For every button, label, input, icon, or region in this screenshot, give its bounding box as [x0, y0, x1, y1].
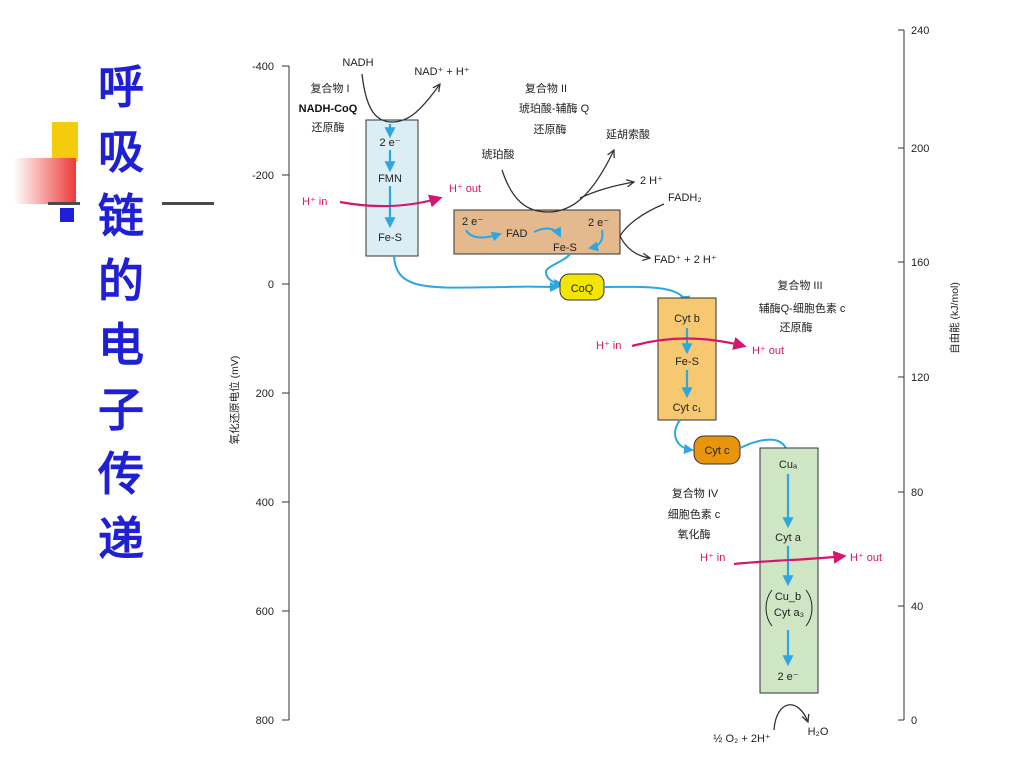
left-tick-label: -200 [252, 170, 274, 182]
right-axis-label: 自由能 (kJ/mol) [948, 282, 961, 354]
complex4-name: 复合物 IV [672, 486, 719, 500]
cytb-label: Cyt b [674, 313, 700, 325]
complex2-fes-label: Fe-S [553, 242, 577, 254]
left-tick-label: -400 [252, 61, 274, 73]
title-char: 传 [98, 447, 144, 501]
left-tick-label: 200 [256, 388, 274, 400]
electron-arrow [544, 253, 571, 289]
complex3-h-out: H⁺ out [752, 345, 784, 357]
complex4-electrons: 2 e⁻ [777, 671, 798, 683]
right-tick-label: 80 [911, 487, 923, 499]
complex4-enzyme2: 氧化酶 [678, 527, 711, 541]
right-tick-label: 200 [911, 143, 929, 155]
complex4-h-out: H⁺ out [850, 552, 882, 564]
complex2-enzyme2: 还原酶 [534, 123, 567, 136]
right-tick-label: 160 [911, 257, 929, 269]
complex2-name: 复合物 II [525, 81, 567, 95]
water-label: H₂O [808, 726, 829, 738]
fmn-label: FMN [378, 173, 402, 185]
complex2-enzyme: 琥珀酸-辅酶 Q [519, 101, 590, 115]
slide-decoration-blue-square [60, 208, 74, 222]
complex3-enzyme: 辅酶Q-细胞色素 c [759, 301, 846, 315]
electron-arrow [465, 229, 502, 242]
right-tick-label: 240 [911, 25, 929, 37]
complex4-h-in: H⁺ in [700, 552, 725, 564]
cyta3-label: Cyt a₃ [774, 607, 804, 619]
complex1-h-out: H⁺ out [449, 183, 481, 195]
fumarate-label: 延胡索酸 [606, 127, 650, 141]
complex3-box [657, 297, 717, 421]
left-tick-label: 800 [256, 715, 274, 727]
fadh2-oxidation-arrow [619, 203, 665, 258]
electron-arrow [393, 255, 560, 292]
title-char: 吸 [98, 124, 144, 179]
fad-label: FAD [506, 228, 527, 240]
free-energy-axis: 240 200 160 120 80 40 0 自由能 (kJ/mol) [898, 25, 961, 727]
complex3-enzyme2: 还原酶 [780, 321, 813, 334]
slide-decoration-red-gradient [14, 158, 76, 204]
complex1-name: 复合物 I [310, 81, 349, 95]
complex2-two-h: 2 H⁺ [640, 175, 663, 187]
redox-potential-axis: -400 -200 0 200 400 600 800 氧化还原电位 (mV) [228, 61, 290, 727]
title-char: 链 [98, 189, 144, 243]
coq-label: CoQ [571, 283, 594, 295]
cytc-label: Cyt c [704, 445, 730, 457]
nad-label: NAD⁺ + H⁺ [414, 66, 470, 78]
cyta-label: Cyt a [775, 532, 802, 544]
complex4-enzyme: 细胞色素 c [668, 507, 721, 521]
title-char: 呼 [98, 60, 144, 114]
complex1-h-in: H⁺ in [302, 196, 327, 208]
title-char: 子 [98, 382, 144, 437]
complex1-box [365, 119, 419, 257]
complex3-name: 复合物 III [777, 278, 822, 292]
nadh-oxidation-arrow [361, 73, 440, 123]
electron-arrow [533, 226, 561, 238]
cub-bracket-left-icon [765, 589, 773, 627]
title-char: 的 [98, 253, 144, 308]
proton-arrow [339, 194, 443, 208]
cytc1-label: Cyt c₁ [673, 402, 702, 414]
succinate-oxidation-arrow [501, 150, 614, 213]
nadh-label: NADH [342, 57, 373, 69]
fad-out-label: FAD⁺ + 2 H⁺ [654, 254, 717, 266]
title-char: 电 [98, 318, 144, 372]
proton-release-arrow [579, 182, 634, 199]
proton-arrow [733, 550, 847, 566]
electron-arrow [674, 419, 694, 454]
complex3-h-in: H⁺ in [596, 340, 621, 352]
slide-decoration-divider [48, 202, 80, 205]
complex3-fes-label: Fe-S [675, 356, 699, 368]
complex1-enzyme: NADH-CoQ [299, 103, 358, 115]
slide-decoration-divider [162, 202, 214, 205]
cub-label: Cu_b [775, 591, 801, 603]
cytc-carrier [693, 435, 741, 465]
complex1-fes-label: Fe-S [378, 232, 402, 244]
right-tick-label: 40 [911, 601, 923, 613]
complex1-electrons: 2 e⁻ [379, 137, 400, 149]
left-tick-label: 400 [256, 497, 274, 509]
cua-label: Cuₐ [779, 459, 798, 471]
complex2-e-left: 2 e⁻ [462, 216, 483, 228]
left-axis-label: 氧化还原电位 (mV) [228, 356, 241, 445]
proton-arrow [631, 337, 747, 350]
oxygen-label: ½ O₂ + 2H⁺ [713, 733, 771, 745]
electron-arrow [588, 229, 604, 252]
complex1-enzyme2: 还原酶 [312, 121, 345, 134]
right-tick-label: 120 [911, 372, 929, 384]
cub-bracket-right-icon [805, 589, 813, 627]
complex2-e-right: 2 e⁻ [588, 217, 609, 229]
left-tick-label: 600 [256, 606, 274, 618]
oxygen-reduction-arrow [773, 704, 808, 731]
left-tick-label: 0 [268, 279, 274, 291]
fadh2-label: FADH₂ [668, 192, 702, 204]
title-char: 递 [98, 511, 144, 566]
slide-decoration-yellow-square [52, 122, 78, 162]
succinate-label: 琥珀酸 [482, 147, 515, 161]
right-tick-label: 0 [911, 715, 917, 727]
slide-title: 呼 吸 链 的 电 子 传 递 [86, 55, 156, 571]
